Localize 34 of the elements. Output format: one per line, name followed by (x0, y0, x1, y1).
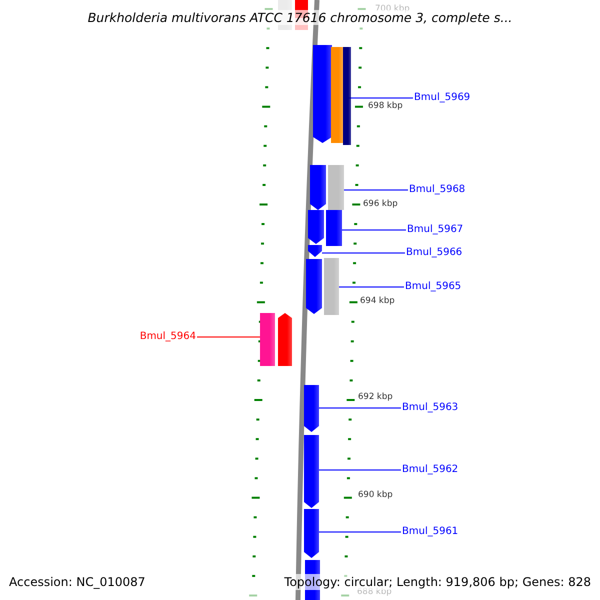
pointed-gene-block (304, 435, 319, 508)
gene-bar (328, 165, 344, 210)
gene-bar (343, 47, 351, 145)
pointed-gene-block (304, 509, 319, 558)
pointed-gene-block (313, 45, 332, 143)
footer-text: Topology: circular; Length: 919,806 bp; Genes: 828 (284, 574, 591, 590)
gene-label: Bmul_5961 (402, 526, 458, 538)
leader-line (322, 252, 406, 254)
leader-line (196, 336, 260, 338)
gene-bar (324, 258, 339, 315)
gene-label: Bmul_5966 (406, 247, 462, 259)
leader-line (338, 286, 404, 288)
gene-label: Bmul_5969 (414, 92, 470, 104)
scale-label: 698 kbp (368, 101, 403, 111)
gene-label: Bmul_5968 (409, 184, 466, 196)
gene-bar (326, 210, 342, 246)
scale-label: 692 kbp (358, 392, 393, 402)
gene-label: Bmul_5962 (402, 464, 458, 476)
pointed-gene-block (304, 385, 319, 432)
scale-label: 690 kbp (358, 490, 393, 500)
gene-label: Bmul_5967 (407, 224, 464, 236)
scale-label: 694 kbp (360, 296, 395, 306)
gene-label: Bmul_5964 (140, 331, 196, 343)
footer-text: Accession: NC_010087 (9, 574, 146, 590)
title: Burkholderia multivorans ATCC 17616 chromosome 3, complete s... (88, 10, 512, 25)
gene-label: Bmul_5963 (402, 402, 458, 414)
gene-bar (260, 313, 275, 366)
gene-label: Bmul_5965 (405, 281, 462, 293)
pointed-gene-block (278, 313, 292, 366)
pointed-gene-block (306, 259, 322, 314)
gene-bar (331, 47, 343, 143)
scale-label: 688 kbp (357, 587, 392, 597)
pointed-gene-block (310, 165, 326, 210)
scale-label: 696 kbp (363, 199, 398, 209)
